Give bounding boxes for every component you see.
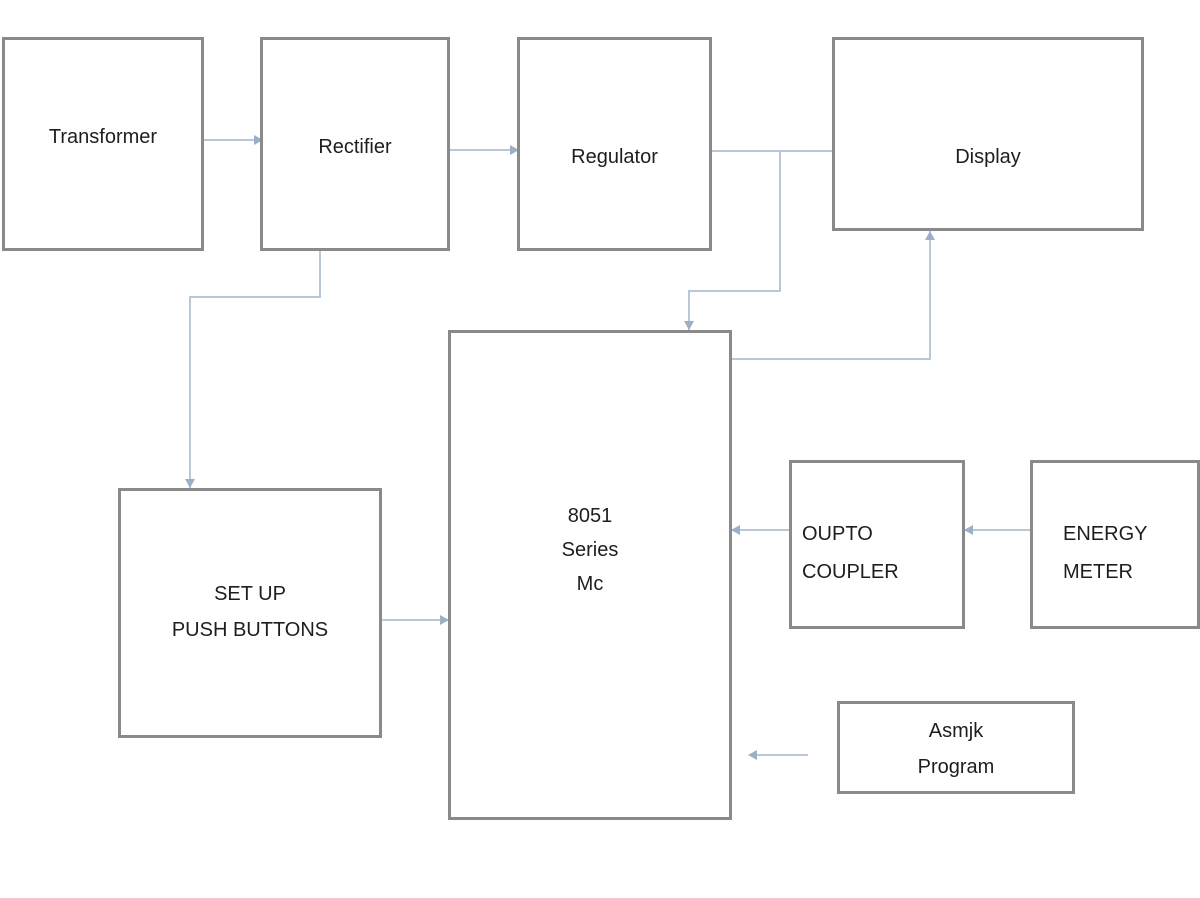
connector-mcu-display-horizontal: [731, 358, 931, 360]
arrowhead-mcu-left: [440, 615, 449, 625]
microcontroller-label-line3: Mc: [576, 573, 604, 595]
regulator-label: Regulator: [571, 146, 658, 168]
connector-transformer-rectifier: [203, 139, 261, 141]
arrowhead-optocoupler: [964, 525, 973, 535]
arrowhead-program: [748, 750, 757, 760]
connector-regulator-display: [711, 150, 832, 152]
rectifier-label: Rectifier: [318, 136, 392, 158]
energy-meter-label-line2: METER: [1063, 561, 1133, 583]
connector-regulator-mcu-vertical: [779, 150, 781, 292]
connector-regulator-mcu-horizontal: [688, 290, 781, 292]
connector-optocoupler-mcu: [731, 529, 789, 531]
microcontroller-block: 8051 Series Mc: [448, 330, 732, 820]
display-label: Display: [955, 146, 1021, 168]
optocoupler-label-line1: OUPTO: [802, 523, 873, 545]
regulator-block: Regulator: [517, 37, 712, 251]
energy-meter-label-line1: ENERGY: [1063, 523, 1148, 545]
connector-rectifier-pushbuttons-drop: [319, 250, 321, 298]
energy-meter-block: ENERGY METER: [1030, 460, 1200, 629]
transformer-label: Transformer: [48, 126, 158, 148]
pushbuttons-label-line2: PUSH BUTTONS: [171, 619, 329, 641]
program-label-line2: Program: [917, 756, 995, 778]
program-block: Asmjk Program: [837, 701, 1075, 794]
arrowhead-rectifier: [254, 135, 263, 145]
connector-program-mcu: [752, 754, 808, 756]
pushbuttons-label-line1: SET UP: [214, 583, 286, 605]
optocoupler-label-line2: COUPLER: [802, 561, 899, 583]
microcontroller-label-line2: Series: [561, 539, 619, 561]
arrowhead-regulator: [510, 145, 519, 155]
connector-rectifier-regulator: [449, 149, 517, 151]
rectifier-block: Rectifier: [260, 37, 450, 251]
arrowhead-mcu-right: [731, 525, 740, 535]
pushbuttons-block: SET UP PUSH BUTTONS: [118, 488, 382, 738]
display-block: Display: [832, 37, 1144, 231]
connector-regulator-mcu-drop: [688, 290, 690, 330]
connector-pushbuttons-mcu: [381, 619, 449, 621]
optocoupler-block: OUPTO COUPLER: [789, 460, 965, 629]
program-label-line1: Asmjk: [928, 720, 984, 742]
arrowhead-display: [925, 231, 935, 240]
transformer-block: Transformer: [2, 37, 204, 251]
microcontroller-label-line1: 8051: [567, 505, 613, 527]
connector-energymeter-optocoupler: [964, 529, 1030, 531]
connector-mcu-display-vertical: [929, 231, 931, 360]
arrowhead-mcu-top: [684, 321, 694, 330]
arrowhead-pushbuttons: [185, 479, 195, 488]
connector-rectifier-pushbuttons-horizontal: [189, 296, 321, 298]
connector-rectifier-pushbuttons-vertical: [189, 296, 191, 488]
